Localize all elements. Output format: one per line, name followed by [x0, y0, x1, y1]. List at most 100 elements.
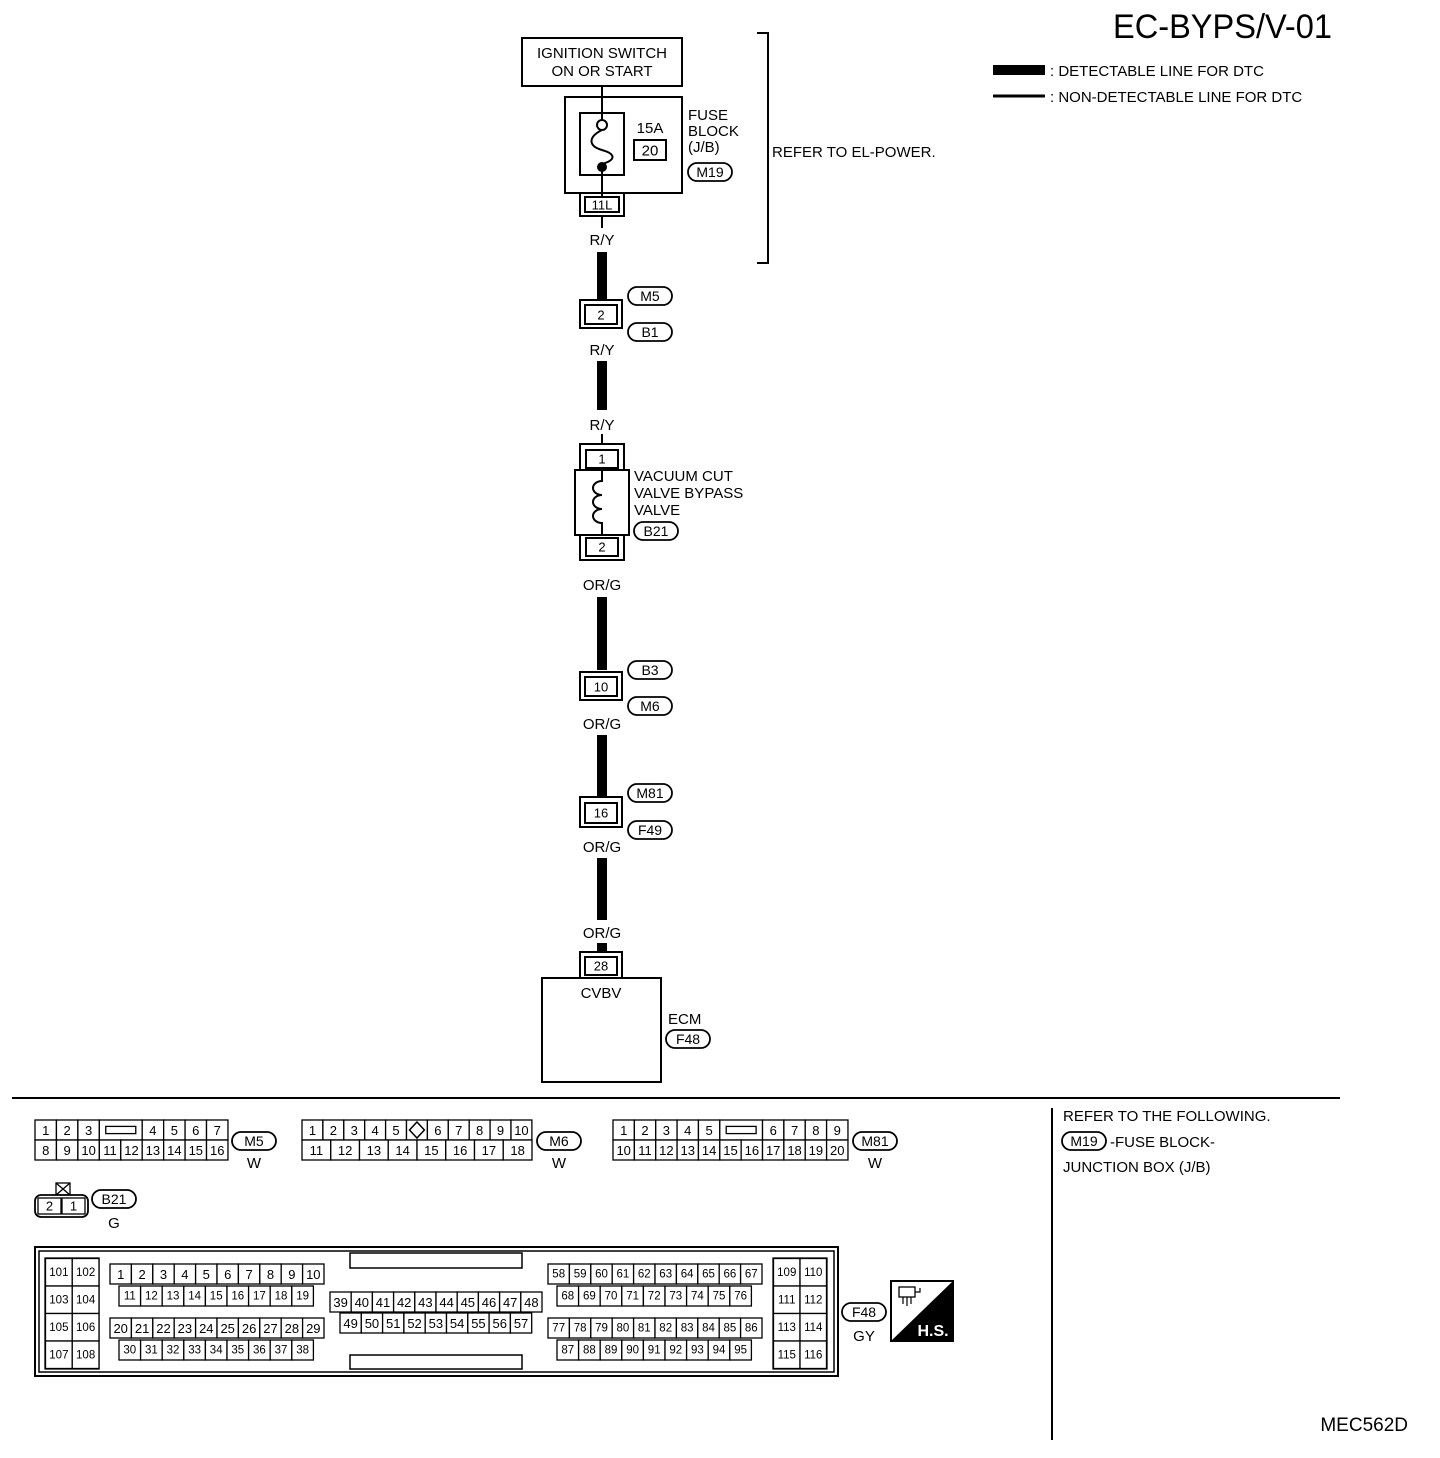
- m81-pin-label: 16: [745, 1143, 759, 1158]
- f48-pin-label: 81: [638, 1323, 651, 1335]
- refer-following-line1: -FUSE BLOCK-: [1110, 1134, 1215, 1151]
- legend: : DETECTABLE LINE FOR DTC : NON-DETECTAB…: [993, 63, 1302, 106]
- f48-pin-label: 82: [659, 1323, 672, 1335]
- f48-pin-label: 61: [617, 1269, 630, 1281]
- terminal-11l-label: 11L: [592, 198, 613, 213]
- m5-pin-label: 14: [167, 1143, 181, 1158]
- f48-pin-cell: [520, 1291, 543, 1313]
- connector-id-oval: [627, 783, 673, 803]
- f48-pin-label: 84: [702, 1323, 715, 1335]
- f48-pin-label: 33: [188, 1345, 201, 1357]
- f48-pin-label: 109: [777, 1267, 796, 1279]
- joint-connector-pin-box: [584, 304, 618, 325]
- f48-pin-label: 29: [306, 1321, 320, 1336]
- m5-pin-label: 2: [64, 1123, 71, 1138]
- fuse-rating: 15A: [637, 120, 664, 137]
- f48-pin-label: 91: [648, 1345, 661, 1357]
- f48-pin-label: 57: [514, 1316, 528, 1331]
- m6-pin-label: 16: [453, 1143, 467, 1158]
- f48-pin-label: 64: [681, 1269, 694, 1281]
- fuse-block-label-line1: FUSE: [688, 107, 728, 124]
- f48-bottom-key-notch: [349, 1354, 523, 1370]
- f48-pin-label: 30: [123, 1345, 136, 1357]
- f48-pin-label: 78: [574, 1323, 587, 1335]
- f48-pin-cell: [729, 1285, 753, 1307]
- connector-id-oval: [627, 820, 673, 840]
- valve-connector-id: B21: [644, 523, 669, 539]
- ignition-switch: IGNITION SWITCH ON OR START: [521, 37, 683, 87]
- m6-pin-label: 4: [372, 1123, 379, 1138]
- hs-icon-label: H.S.: [917, 1323, 948, 1340]
- f48-pin-label: 4: [181, 1267, 188, 1282]
- connector-id-upper: M5: [640, 288, 660, 304]
- f48-pin-label: 89: [605, 1345, 618, 1357]
- m5-pin-label: 4: [149, 1123, 156, 1138]
- ecm-terminal-name: CVBV: [581, 985, 622, 1002]
- refer-following-heading: REFER TO THE FOLLOWING.: [1063, 1108, 1271, 1125]
- connector-id-oval: [627, 286, 673, 306]
- m6-pin-label: 1: [309, 1123, 316, 1138]
- f48-pin-label: 67: [745, 1269, 758, 1281]
- f48-pin-label: 50: [365, 1316, 379, 1331]
- f48-pin-label: 77: [552, 1323, 565, 1335]
- m6-pin-label: 18: [510, 1143, 524, 1158]
- f48-pin-label: 18: [275, 1291, 288, 1303]
- m6-pin-label: 14: [395, 1143, 409, 1158]
- m5-pin-label: 5: [171, 1123, 178, 1138]
- ecm-pin: 28: [594, 959, 608, 974]
- f48-pin-label: 15: [210, 1291, 223, 1303]
- joint-connector-pin-box: [584, 802, 618, 824]
- f48-pin-label: 86: [745, 1323, 758, 1335]
- valve-pin-in-box: [585, 449, 619, 469]
- f48-pin-label: 6: [224, 1267, 231, 1282]
- f48-pin-label: 60: [595, 1269, 608, 1281]
- f48-pin-label: 23: [178, 1321, 192, 1336]
- m5-pin-cell: [205, 1139, 229, 1161]
- f48-pin-label: 114: [804, 1322, 823, 1334]
- f48-pin-label: 13: [167, 1291, 180, 1303]
- f48-pin-label: 65: [702, 1269, 715, 1281]
- f48-pin-label: 47: [503, 1295, 517, 1310]
- valve-pin-out-frame: [579, 535, 625, 561]
- f48-pin-label: 90: [626, 1345, 639, 1357]
- valve-pin-in: 1: [598, 452, 605, 467]
- ecm: 28 CVBV ECM F48: [541, 951, 711, 1083]
- m5-pin-label: 13: [146, 1143, 160, 1158]
- b21-face: 2 1 B21 G: [34, 1182, 137, 1232]
- joint-connector-b3-m6: 10 B3 M6: [579, 660, 673, 716]
- b21-latch-x-icon: [55, 1182, 71, 1196]
- f48-pin-label: 37: [275, 1345, 288, 1357]
- f48-pin-label: 5: [203, 1267, 210, 1282]
- refer-following: REFER TO THE FOLLOWING. M19 -FUSE BLOCK-…: [1061, 1108, 1271, 1176]
- m81-pin-label: 10: [616, 1143, 630, 1158]
- f48-pin-label: 43: [418, 1295, 432, 1310]
- connector-id-lower: B1: [641, 324, 658, 340]
- connector-id-oval: [633, 521, 679, 541]
- joint-connector-pin: 10: [594, 680, 608, 695]
- m6-pin-label: 10: [514, 1123, 528, 1138]
- f48-pin-label: 72: [648, 1291, 661, 1303]
- f48-pin-label: 14: [188, 1291, 201, 1303]
- f48-pin-label: 21: [135, 1321, 149, 1336]
- m5-pin-label: 8: [42, 1143, 49, 1158]
- harness-icon: [898, 1286, 921, 1306]
- f48-pin-label: 66: [724, 1269, 737, 1281]
- connector-id-oval: [627, 696, 673, 716]
- wire-color-label: R/Y: [589, 342, 614, 359]
- refer-power-text: REFER TO EL-POWER.: [772, 144, 936, 161]
- m81-pin-label: 13: [681, 1143, 695, 1158]
- connector-id-oval: [231, 1131, 277, 1151]
- wire-color-label: R/Y: [589, 232, 614, 249]
- f48-pin-label: 54: [450, 1316, 464, 1331]
- joint-connector-pin: 16: [594, 806, 608, 821]
